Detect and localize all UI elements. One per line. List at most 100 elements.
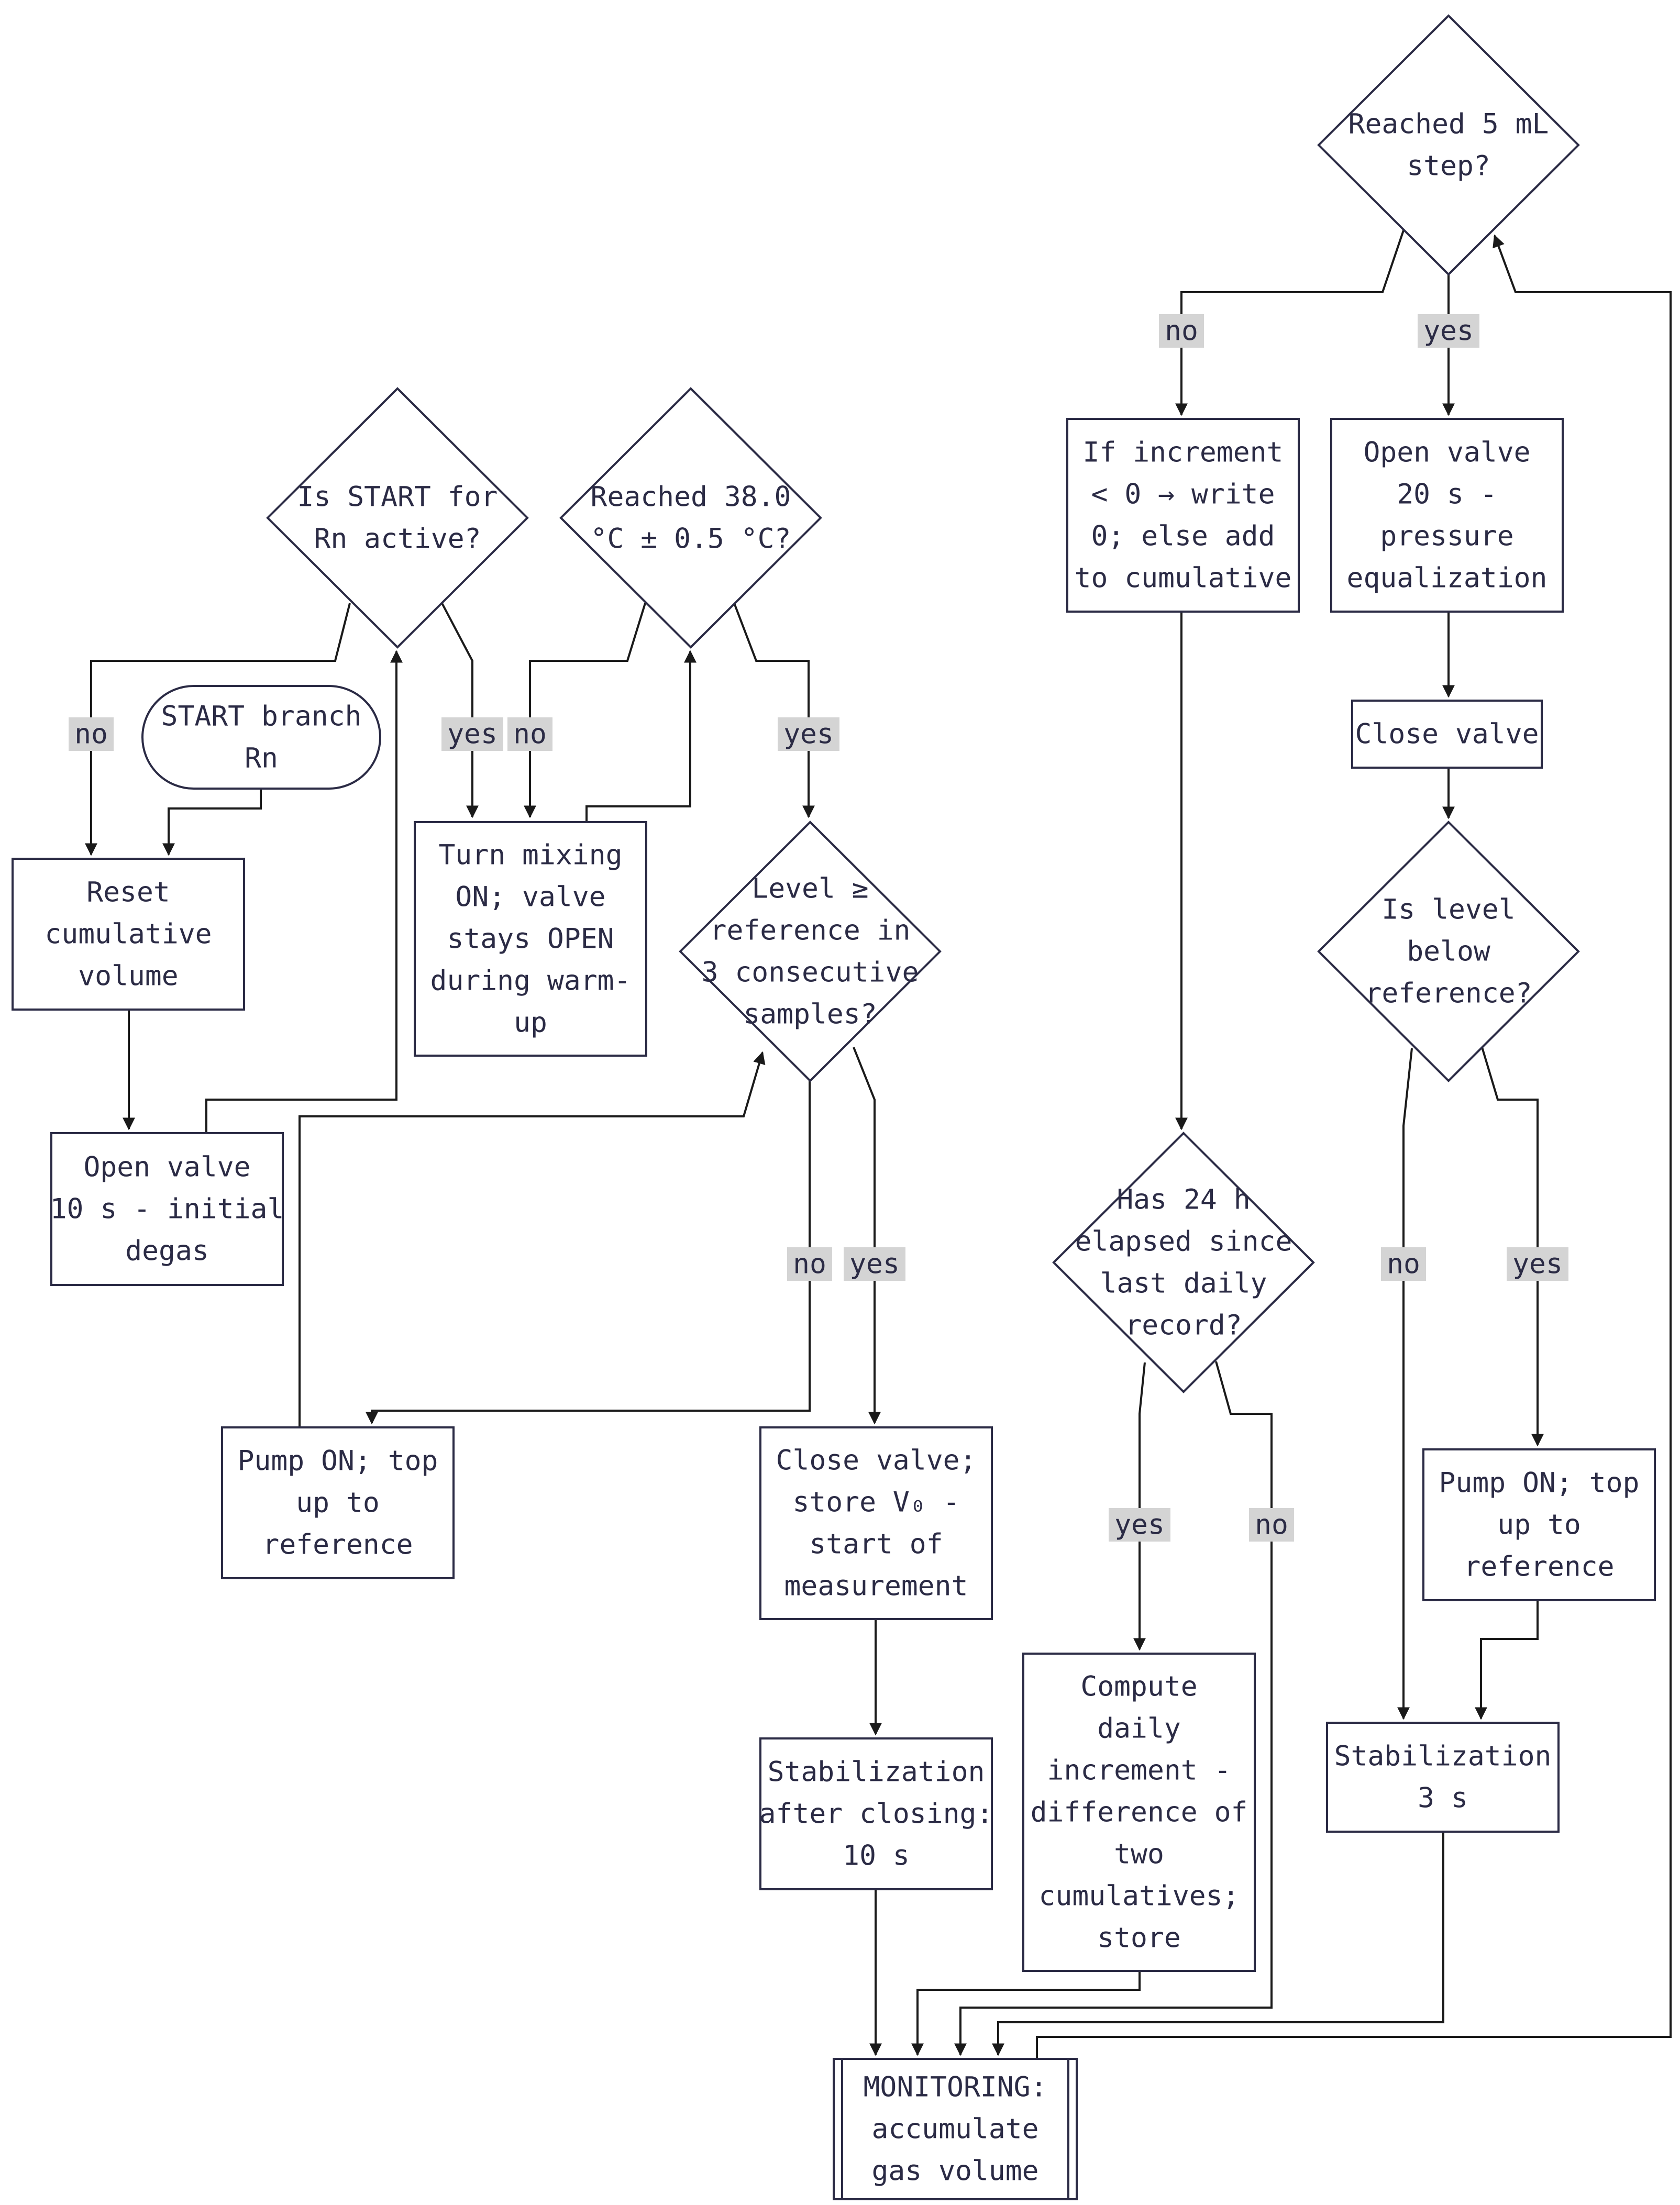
edge-e-temp-no — [524, 603, 646, 818]
node-label-line: Is level — [1381, 894, 1515, 926]
edge-label-no: no — [1381, 1247, 1426, 1281]
node-q-5ml: Reached 5 mL step? — [1317, 14, 1580, 276]
edge-label-text: no — [74, 718, 108, 750]
edge-label-background — [844, 1247, 905, 1281]
node-label-line: °C ± 0.5 °C? — [591, 523, 791, 555]
node-label-line: Stabilization — [768, 1756, 985, 1788]
node-label-line: Reset — [86, 877, 170, 908]
node-label-line: last daily — [1100, 1268, 1267, 1300]
node-label-line: pressure — [1380, 520, 1513, 552]
node-label: Reached 5 mL step? — [1349, 108, 1549, 182]
node-close-valve: Close valve — [1351, 700, 1543, 769]
node-label-line: store V₀ - — [792, 1487, 959, 1519]
node-label-line: start of — [809, 1528, 943, 1560]
node-open-valve-degas: Open valve 10 s - initial degas — [50, 1132, 284, 1286]
node-label-line: 20 s - — [1397, 479, 1497, 511]
edge-label-text: no — [1165, 315, 1198, 347]
node-label-line: Rn — [245, 743, 278, 774]
node-label-line: reference in — [710, 915, 911, 947]
edge-label-text: no — [1255, 1509, 1288, 1541]
node-label-line: degas — [125, 1235, 209, 1267]
node-label-line: up — [514, 1007, 547, 1039]
node-label-line: step? — [1407, 150, 1490, 182]
edge-e-level-no — [366, 1081, 811, 1425]
edge-label-text: no — [1387, 1248, 1420, 1280]
node-label-line: daily — [1097, 1713, 1181, 1745]
node-label-line: elapsed since — [1075, 1226, 1292, 1258]
node-label: Close valve — [1355, 718, 1539, 750]
node-label-line: Level ≥ — [751, 873, 868, 905]
node-label-line: samples? — [743, 999, 877, 1031]
edge-label-text: yes — [1114, 1509, 1165, 1541]
subroutine-box — [833, 2058, 1078, 2200]
node-label-line: Close valve — [1355, 718, 1539, 750]
node-label-line: up to — [296, 1487, 380, 1519]
edge-label-yes: yes — [1418, 314, 1479, 348]
edge-e-24h-no — [954, 1361, 1273, 2056]
node-label-line: equalization — [1347, 562, 1548, 594]
node-label-line: increment - — [1047, 1755, 1231, 1787]
edge-label-background — [778, 717, 839, 751]
process-box — [1351, 700, 1543, 769]
node-label-line: Open valve — [83, 1151, 250, 1183]
edge-label-no: no — [787, 1247, 832, 1281]
edge-label-background — [1381, 1247, 1426, 1281]
node-label-line: reference? — [1365, 978, 1532, 1010]
edge-label-text: yes — [1423, 315, 1474, 347]
node-label-line: Compute — [1080, 1671, 1197, 1703]
edge-label-no: no — [1249, 1508, 1294, 1542]
node-label-line: during warm- — [430, 965, 631, 997]
edge-label-background — [1249, 1508, 1294, 1542]
edge-label-background — [1109, 1508, 1170, 1542]
decision-diamond — [266, 387, 529, 649]
node-label-line: two — [1114, 1838, 1164, 1870]
node-label-line: Rn active? — [314, 523, 481, 555]
edge-e-start-yes — [441, 603, 479, 818]
edge-e-pump-level — [299, 1051, 766, 1427]
edge-label-no: no — [69, 717, 114, 751]
process-box — [414, 821, 647, 1057]
process-box — [12, 858, 245, 1011]
node-label-line: 10 s - initial — [50, 1193, 284, 1225]
edge-label-yes: yes — [441, 717, 503, 751]
node-label-line: Reached 5 mL — [1349, 108, 1549, 140]
node-label-line: cumulatives; — [1039, 1880, 1240, 1912]
node-label-line: reference — [262, 1529, 413, 1561]
decision-diamond — [1317, 821, 1580, 1082]
edge-label-background — [507, 717, 552, 751]
process-box — [1022, 1653, 1256, 1972]
node-label-line: < 0 → write — [1091, 479, 1275, 511]
decision-diamond — [679, 821, 942, 1082]
node-label-line: Pump ON; top — [1439, 1467, 1640, 1499]
edge-e-start-no — [85, 603, 351, 856]
node-label: Reached 38.0 °C ± 0.5 °C? — [591, 481, 791, 555]
edge-e-mon-5ml — [1036, 234, 1672, 2059]
node-label-line: ON; valve — [455, 881, 605, 913]
decision-diamond — [559, 387, 822, 649]
edge-label-yes: yes — [778, 717, 839, 751]
edge-label-yes: yes — [1109, 1508, 1170, 1542]
edge-label-background — [1418, 314, 1479, 348]
node-label-line: Reached 38.0 — [591, 481, 791, 513]
edge-e-5ml-no — [1175, 230, 1405, 416]
node-label-line: difference of — [1031, 1797, 1248, 1829]
edge-label-yes: yes — [844, 1247, 905, 1281]
edge-e-below-yes — [1481, 1047, 1544, 1447]
node-compute-daily: Compute daily increment - difference of two c… — [1022, 1653, 1256, 1972]
edge-label-background — [441, 717, 503, 751]
